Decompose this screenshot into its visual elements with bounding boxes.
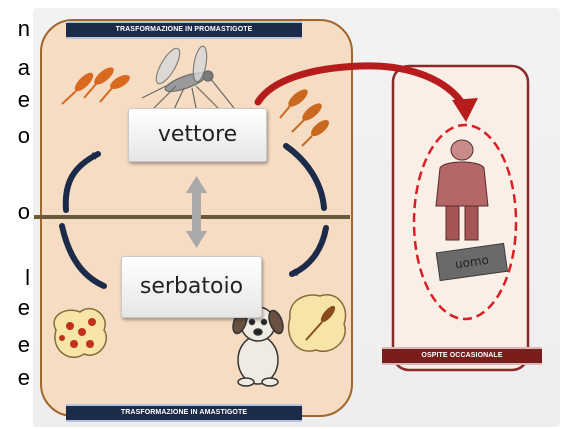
host-panel	[391, 64, 530, 372]
human-pedestal: uomo	[435, 242, 509, 282]
transfer-arrow	[254, 62, 468, 110]
side-text-line: n	[17, 16, 30, 41]
side-text-line: o	[17, 123, 30, 148]
cycle-arrow-lower-left	[59, 223, 107, 289]
vector-label: vettore	[157, 122, 238, 147]
side-text-line: e	[17, 87, 30, 112]
side-text-line: a	[17, 55, 30, 80]
host-banner-text: OSPITE OCCASIONALE	[421, 352, 503, 359]
vector-box: vettore	[128, 108, 267, 162]
promastigote-parasites-right-icon	[279, 89, 330, 147]
side-text-line: o	[17, 199, 30, 224]
transfer-arrow-head	[452, 98, 478, 122]
side-text-line: e	[17, 295, 30, 320]
host-banner: OSPITE OCCASIONALE	[382, 347, 542, 365]
cycle-arrow-upper-right	[283, 143, 327, 211]
bottom-banner: TRASFORMAZIONE IN AMASTIGOTE	[66, 404, 302, 422]
cycle-arrow-down-right	[289, 225, 329, 277]
mosquito-icon	[141, 45, 235, 119]
double-arrow-icon	[186, 176, 207, 248]
man-icon	[435, 139, 489, 241]
side-text-line: e	[17, 332, 30, 357]
human-label: uomo	[454, 253, 490, 272]
amastigote-cells-icon	[53, 307, 107, 359]
reservoir-label: serbatoio	[139, 274, 244, 299]
cropped-side-text: n a e o o l e e e	[0, 0, 34, 429]
top-banner-text: TRASFORMAZIONE IN PROMASTIGOTE	[115, 26, 253, 33]
bottom-banner-text: TRASFORMAZIONE IN AMASTIGOTE	[120, 409, 248, 416]
host-oval	[412, 123, 518, 321]
parasite-cell-icon	[287, 294, 347, 353]
top-banner: TRASFORMAZIONE IN PROMASTIGOTE	[66, 21, 302, 39]
reservoir-box: serbatoio	[121, 256, 262, 318]
cycle-arrow-up-left	[62, 151, 101, 213]
side-text-line: e	[17, 365, 30, 390]
side-text-line: l	[25, 265, 30, 290]
promastigote-parasites-left-icon	[61, 67, 130, 105]
